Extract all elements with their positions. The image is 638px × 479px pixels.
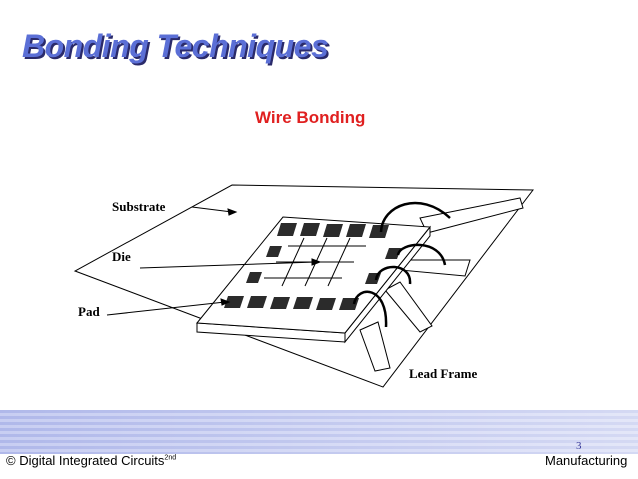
footer-edition: 2nd [164, 454, 177, 462]
page-number: 3 [576, 440, 582, 452]
label-lead-frame: Lead Frame [409, 366, 478, 381]
lead-finger-3 [384, 281, 433, 333]
footer-copyright: © Digital Integrated Circuits2nd [6, 453, 176, 468]
footer-band [0, 410, 638, 454]
diagram-subtitle: Wire Bonding [255, 108, 366, 127]
pads [224, 223, 401, 310]
pointer-lines [106, 206, 322, 316]
slide-title: Bonding Techniques [22, 28, 329, 64]
label-substrate: Substrate [112, 199, 166, 214]
footer-section: Manufacturing [545, 453, 628, 468]
bond-wires [352, 201, 451, 328]
label-pad: Pad [78, 304, 100, 319]
label-die: Die [112, 249, 131, 264]
footer-copyright-text: © Digital Integrated Circuits [6, 453, 165, 468]
lead-finger-4 [359, 321, 391, 372]
